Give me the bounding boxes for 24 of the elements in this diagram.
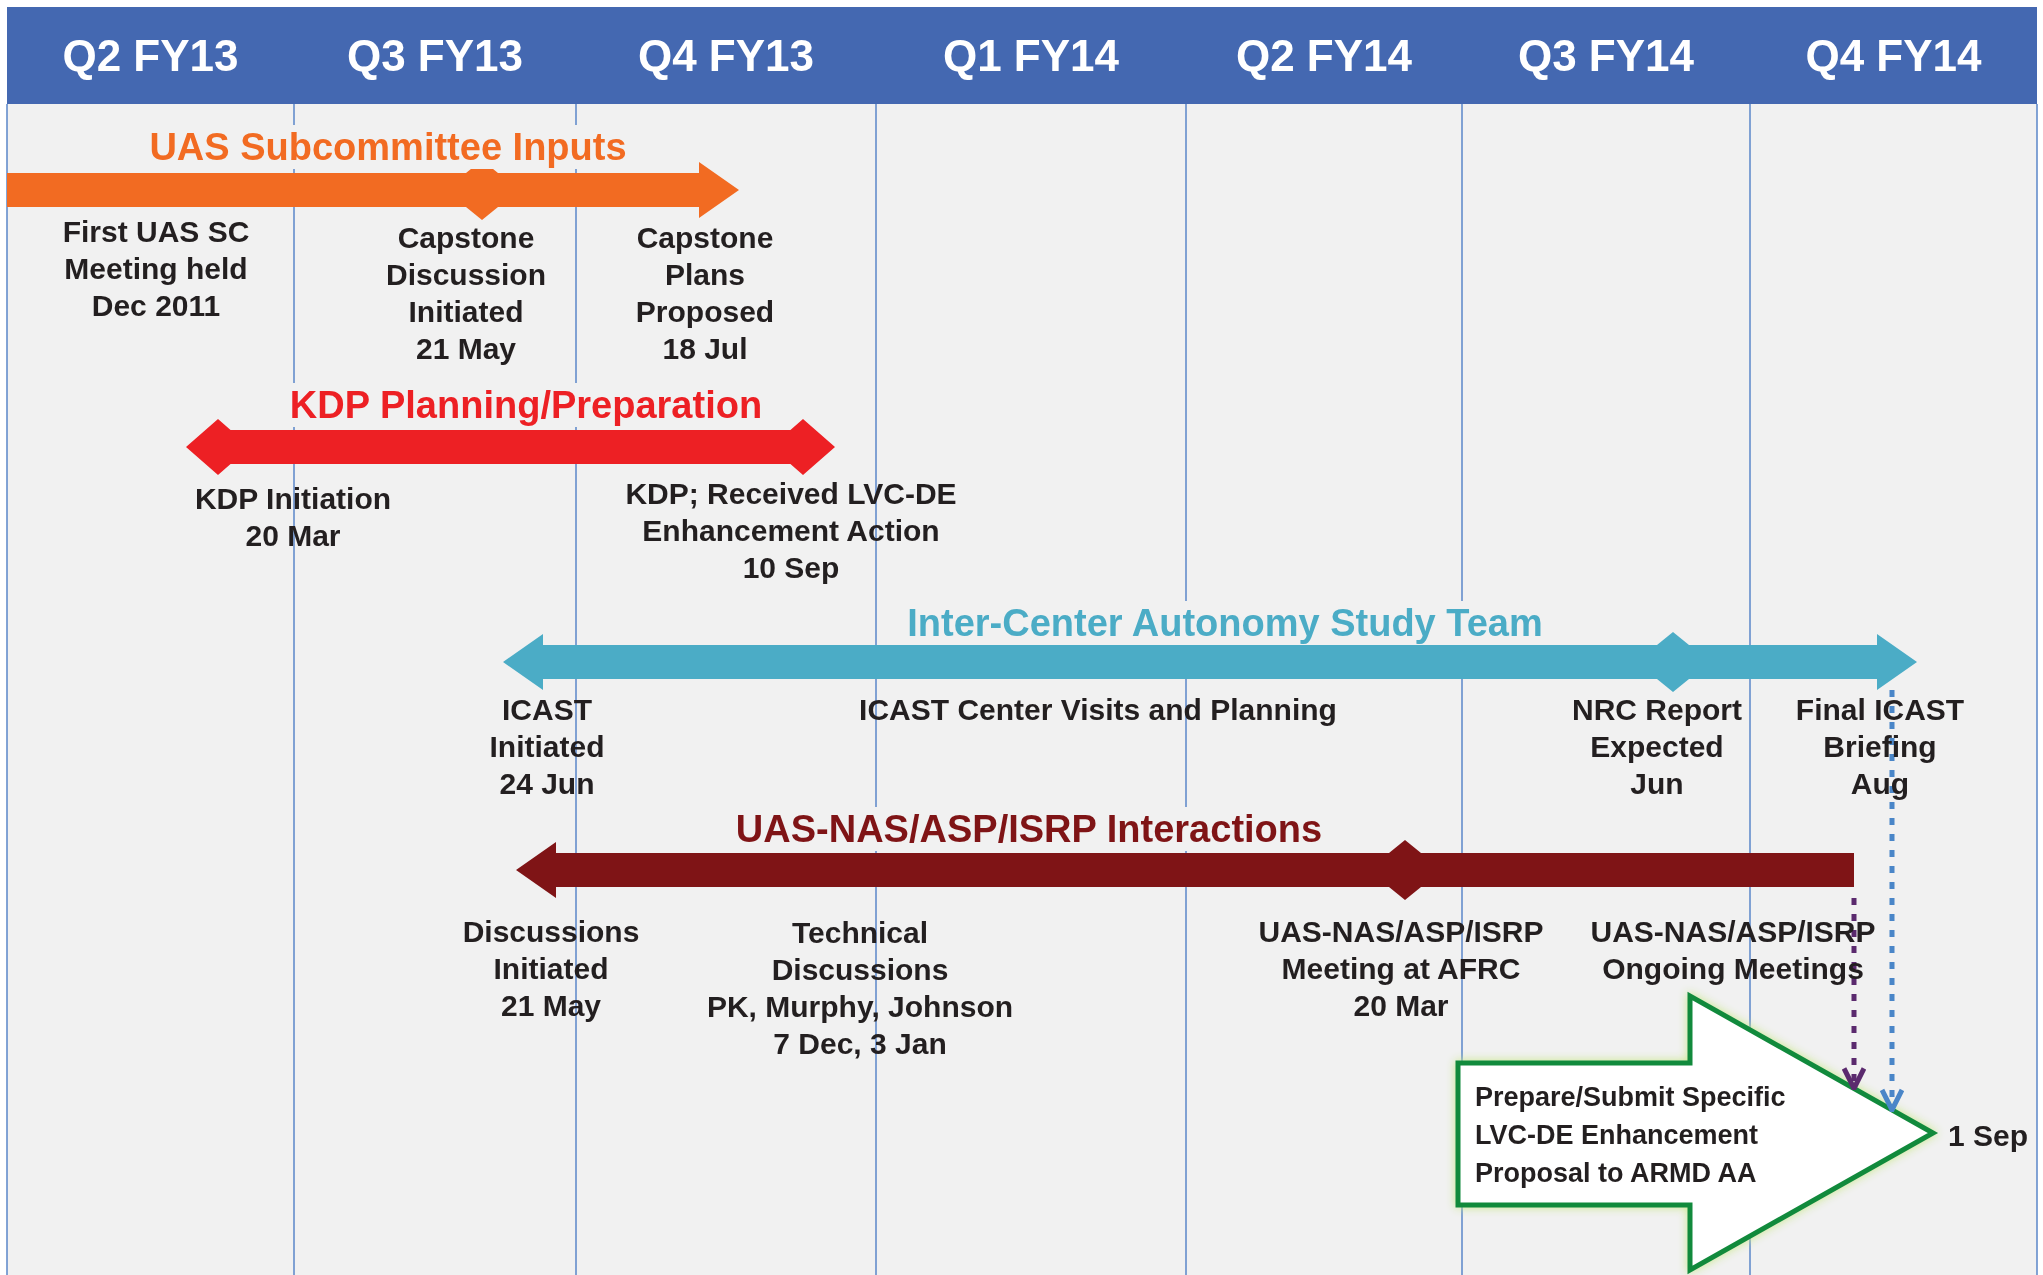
milestone-label: Technical Discussions PK, Murphy, Johnson 7 Dec, 3 Jan (706, 915, 1014, 1062)
milestone-label: Capstone Plans Proposed 18 Jul (635, 220, 775, 367)
milestone-label: First UAS SC Meeting held Dec 2011 (62, 214, 250, 324)
dotted-arrow (1841, 898, 1867, 1091)
quarter-label: Q2 FY14 (1235, 30, 1413, 82)
milestone-label: UAS-NAS/ASP/ISRP Meeting at AFRC 20 Mar (1258, 914, 1544, 1024)
dotted-arrow (1879, 690, 1905, 1113)
quarter-label: Q3 FY14 (1517, 30, 1695, 82)
milestone-label: Capstone Discussion Initiated 21 May (385, 220, 547, 367)
quarter-label: Q4 FY14 (1805, 30, 1982, 82)
quarter-label: Q2 FY13 (62, 30, 239, 82)
quarter-label: Q4 FY13 (637, 30, 815, 82)
milestone-label: KDP; Received LVC-DE Enhancement Action 10 Sep (625, 476, 957, 586)
milestone-label: ICAST Center Visits and Planning (859, 692, 1337, 728)
arrow-text: Prepare/Submit Specific LVC-DE Enhancement Proposal to ARMD AA (1475, 1081, 1786, 1190)
milestone-label: KDP Initiation 20 Mar (194, 481, 392, 554)
milestone-label: Final ICAST Briefing Aug (1795, 692, 1965, 802)
milestone-label: ICAST Initiated 24 Jun (489, 692, 605, 802)
quarter-label: Q1 FY14 (942, 30, 1120, 82)
milestone-label: NRC Report Expected Jun (1572, 692, 1742, 802)
quarter-label: Q3 FY13 (346, 30, 524, 82)
milestone-label: Discussions Initiated 21 May (462, 914, 640, 1024)
milestone-label: 1 Sep (1948, 1118, 2029, 1154)
milestone-label: UAS-NAS/ASP/ISRP Ongoing Meetings (1590, 914, 1876, 987)
